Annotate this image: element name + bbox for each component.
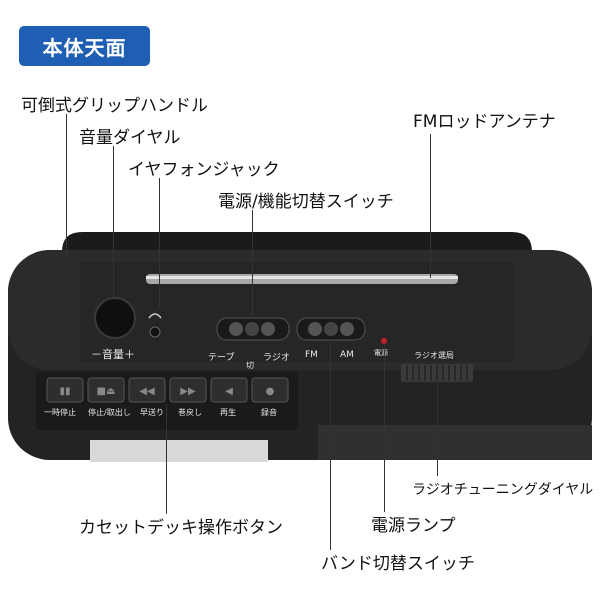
svg-text:▶▶: ▶▶ — [180, 386, 196, 397]
button-label-rew: 巻戻し — [178, 408, 202, 417]
svg-text:◀◀: ◀◀ — [139, 386, 155, 397]
leader-antenna — [430, 134, 431, 278]
leader-handle — [66, 114, 67, 256]
leader-cassette — [166, 404, 167, 514]
svg-text:■⏏: ■⏏ — [97, 386, 116, 397]
section-badge: 本体天面 — [19, 26, 150, 66]
callout-cassette: カセットデッキ操作ボタン — [79, 518, 283, 538]
leader-power-lamp — [384, 344, 385, 512]
leader-tuning — [437, 382, 438, 476]
callout-volume: 音量ダイヤル — [79, 128, 181, 148]
svg-text:▮▮: ▮▮ — [59, 386, 70, 397]
fm-label: FM — [305, 350, 318, 360]
off-label: 切 — [246, 361, 254, 370]
callout-power-lamp: 電源ランプ — [371, 516, 456, 536]
leader-volume — [113, 146, 114, 298]
button-label-ff: 早送り — [140, 408, 164, 417]
leader-band-switch — [330, 340, 331, 550]
callout-power-switch: 電源/機能切替スイッチ — [218, 192, 394, 212]
callout-handle: 可倒式グリップハンドル — [21, 96, 208, 116]
leader-power-switch — [252, 210, 253, 318]
radio-label: ラジオ — [263, 353, 290, 363]
svg-text:◀: ◀ — [225, 386, 233, 397]
button-label-rec: 録音 — [261, 408, 277, 417]
power-lamp-label: 電源 — [374, 349, 388, 357]
callout-antenna: FMロッドアンテナ — [413, 112, 556, 132]
callout-earphone: イヤフォンジャック — [128, 160, 280, 180]
button-label-stop: 停止/取出し — [88, 408, 131, 417]
leader-earphone — [159, 178, 160, 308]
am-label: AM — [340, 350, 354, 360]
tape-label: テープ — [208, 353, 235, 363]
tuning-label: ラジオ選局 — [414, 351, 454, 360]
button-label-play: 再生 — [220, 408, 236, 417]
svg-text:●: ● — [266, 386, 275, 397]
volume-label: －音量＋ — [91, 348, 135, 361]
callout-tuning: ラジオチューニングダイヤル — [412, 482, 594, 498]
callout-band-switch: バンド切替スイッチ — [321, 554, 475, 574]
button-label-pause: 一時停止 — [44, 408, 76, 417]
